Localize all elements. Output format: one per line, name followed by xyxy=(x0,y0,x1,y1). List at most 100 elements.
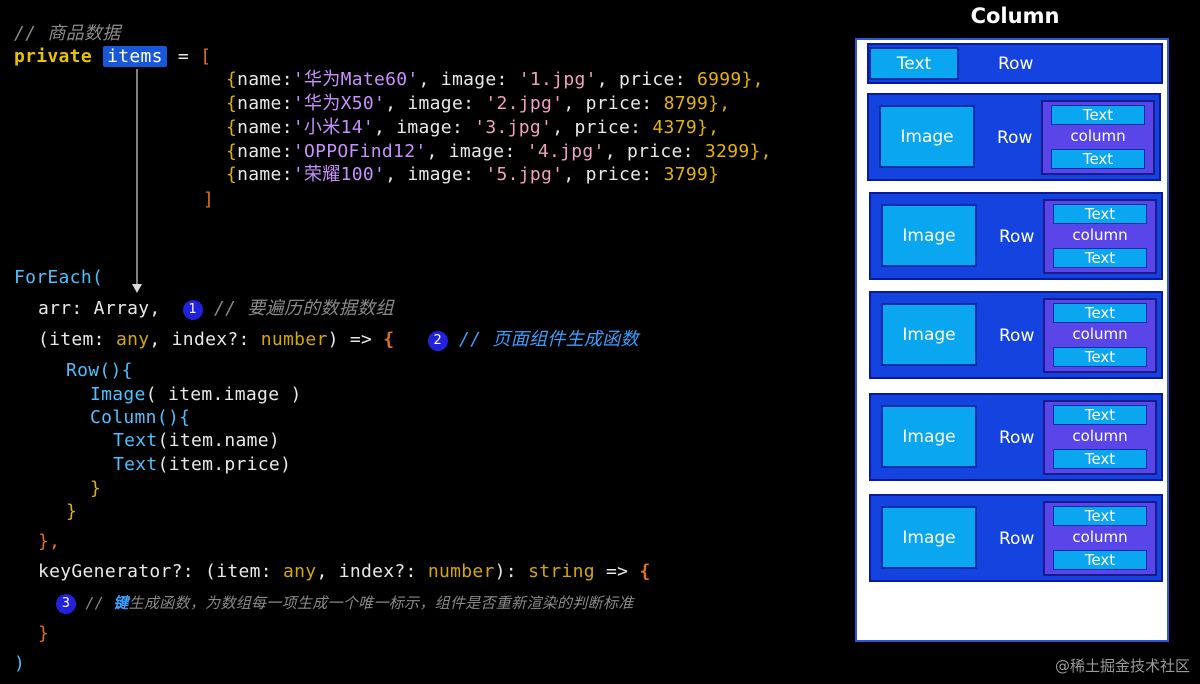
data-row-part: '华为Mate60' xyxy=(292,69,419,90)
data-row-part: name: xyxy=(237,93,293,114)
arr-param: arr: Array, xyxy=(38,298,161,319)
row-label: Row xyxy=(997,128,1033,148)
comment3-rest: 生成函数，为数组每一项生成一个唯一标示，组件是否重新渲染的判断标准 xyxy=(128,594,634,612)
row-label: Row xyxy=(999,227,1035,247)
selected-items-variable[interactable]: items xyxy=(103,46,167,67)
column-args: (){ xyxy=(156,407,191,428)
image-box: Image xyxy=(881,204,977,267)
comment-arr: // 要遍历的数据数组 xyxy=(213,298,394,319)
inner-text-box: Text xyxy=(1053,248,1147,268)
inner-text-box: Text xyxy=(1051,149,1145,169)
data-row-part: name: xyxy=(237,117,293,138)
inner-column-label: column xyxy=(1072,427,1128,445)
data-row-part: 3799 xyxy=(663,164,709,185)
data-row-part: , price: xyxy=(563,93,664,114)
image-keyword: Image xyxy=(90,384,146,405)
keygen-ret: ): xyxy=(494,561,529,582)
row-label: Row xyxy=(999,529,1035,549)
close-bracket: ] xyxy=(203,189,215,210)
data-row-part: }, xyxy=(708,93,731,114)
data-row-part: , image: xyxy=(418,69,519,90)
assign-operator: = xyxy=(166,46,201,67)
row-close: } xyxy=(66,501,78,522)
watermark: @稀土掘金技术社区 xyxy=(1054,657,1190,675)
inner-text-box: Text xyxy=(1051,105,1145,125)
inner-column-label: column xyxy=(1072,528,1128,546)
badge-3: 3 xyxy=(56,594,76,614)
text-name-call: Text(item.name) xyxy=(113,429,280,453)
inner-text-box: Text xyxy=(1053,506,1147,526)
image-call: Image( item.image ) xyxy=(90,383,302,407)
row-label: Row xyxy=(999,428,1035,448)
data-row-3: {name:'小米14', image: '3.jpg', price: 437… xyxy=(226,116,719,140)
text-price-call: Text(item.price) xyxy=(113,453,291,477)
text-keyword: Text xyxy=(113,430,158,451)
data-row-part: 4379 xyxy=(652,117,697,138)
header-row-label: Row xyxy=(998,54,1034,74)
comment-generator: // 页面组件生成函数 xyxy=(458,329,639,350)
badge-1: 1 xyxy=(182,300,203,320)
data-row-part: name: xyxy=(237,69,293,90)
keygen-item: keyGenerator?: (item: xyxy=(38,561,284,582)
data-row-part: , price: xyxy=(604,141,705,162)
data-row-part: '华为X50' xyxy=(292,93,386,114)
keyword-private: private xyxy=(14,46,92,67)
data-row-part: }, xyxy=(741,69,764,90)
comment3-bold: 键 xyxy=(113,594,129,612)
data-row-part: , image: xyxy=(426,141,527,162)
data-row-4: {name:'OPPOFind12', image: '4.jpg', pric… xyxy=(226,140,772,164)
gen-arrow: ) => xyxy=(327,329,384,350)
type-any: any xyxy=(283,561,317,582)
comment-product-data: // 商品数据 xyxy=(14,23,121,44)
image-box: Image xyxy=(879,105,975,168)
data-row-part: '2.jpg' xyxy=(485,93,564,114)
inner-text-box: Text xyxy=(1053,550,1147,570)
keygen-close: } xyxy=(38,623,50,644)
gen-index: , index?: xyxy=(149,329,261,350)
data-row-part: { xyxy=(226,117,238,138)
text-keyword: Text xyxy=(113,454,158,475)
column-close: } xyxy=(90,478,102,499)
inner-text-box: Text xyxy=(1053,204,1147,224)
data-row-part: }, xyxy=(749,141,772,162)
data-row-part: } xyxy=(708,164,720,185)
image-box: Image xyxy=(881,405,977,468)
data-row-2: {name:'华为X50', image: '2.jpg', price: 87… xyxy=(226,92,730,116)
badge-2: 2 xyxy=(427,331,448,351)
data-row-part: name: xyxy=(237,141,293,162)
text-price-args: (item.price) xyxy=(157,454,292,475)
data-row-part: { xyxy=(226,93,238,114)
data-row-part: , image: xyxy=(385,164,486,185)
image-box: Image xyxy=(881,506,977,569)
row-call: Row(){ xyxy=(66,360,133,381)
data-row-part: { xyxy=(226,69,238,90)
data-row-1: {name:'华为Mate60', image: '1.jpg', price:… xyxy=(226,68,764,92)
data-row-part: { xyxy=(226,141,238,162)
data-row-part: { xyxy=(226,164,238,185)
data-row-part: '5.jpg' xyxy=(485,164,564,185)
keygen-index: , index?: xyxy=(316,561,428,582)
data-row-part: '荣耀100' xyxy=(292,164,386,185)
data-row-part: 8799 xyxy=(663,93,709,114)
data-row-5: {name:'荣耀100', image: '5.jpg', price: 37… xyxy=(226,163,719,187)
data-row-part: }, xyxy=(696,117,720,138)
foreach-call: ForEach( xyxy=(14,267,104,288)
inner-text-box: Text xyxy=(1053,347,1147,367)
column-call: Column(){ xyxy=(90,406,190,430)
row-label: Row xyxy=(999,326,1035,346)
inner-column-label: column xyxy=(1070,127,1126,145)
diagram-title-column: Column xyxy=(970,4,1060,28)
keygen-line: keyGenerator?: (item: any, index?: numbe… xyxy=(38,560,651,584)
generator-close: }, xyxy=(38,531,61,552)
image-args: ( item.image ) xyxy=(145,384,302,405)
inner-text-box: Text xyxy=(1053,449,1147,469)
keygen-arrow: => xyxy=(594,561,640,582)
type-number: number xyxy=(427,561,495,582)
